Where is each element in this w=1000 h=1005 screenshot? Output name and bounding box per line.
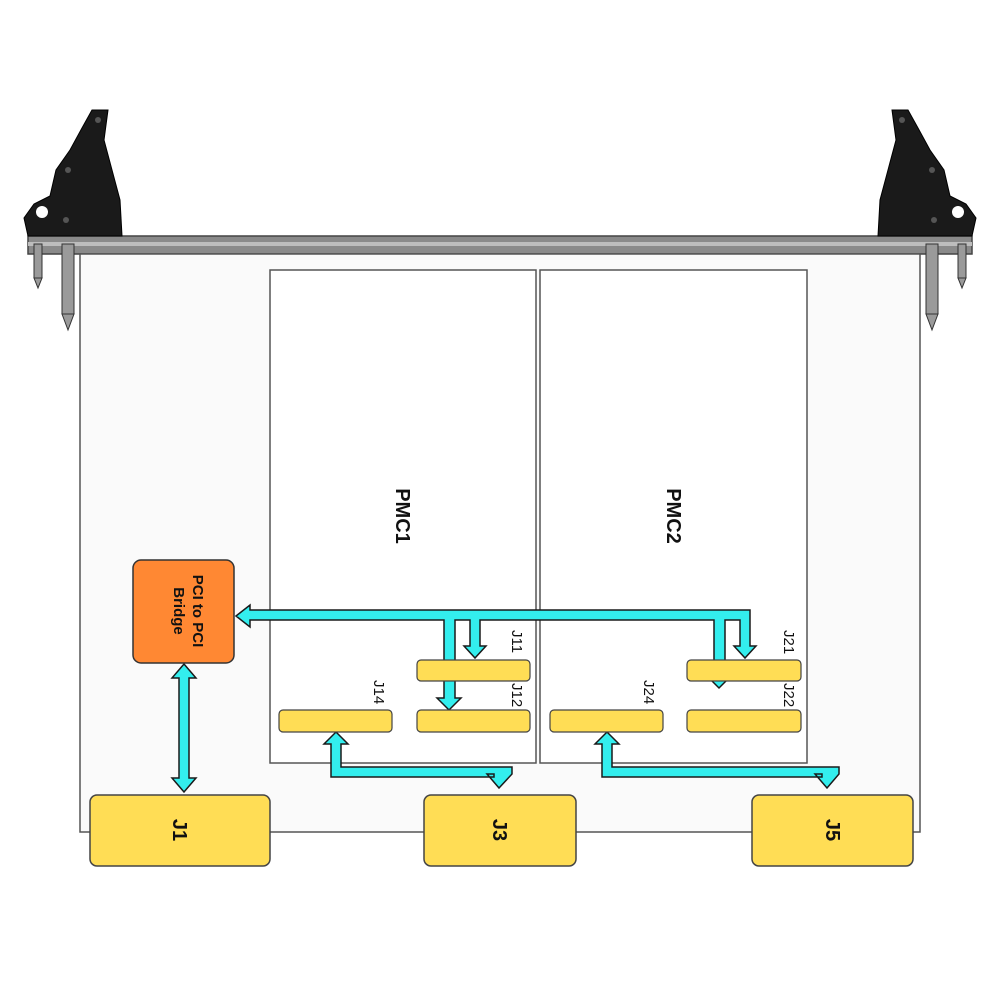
connector-j1[interactable] [89, 794, 271, 867]
connector-j12[interactable] [416, 709, 531, 733]
j5-label: J5 [821, 819, 843, 841]
bus-lines [170, 603, 840, 794]
j22-label: J22 [780, 683, 797, 707]
j24-label: J24 [640, 680, 657, 704]
j3-label: J3 [488, 819, 510, 841]
connector-j5[interactable] [751, 794, 914, 867]
connector-j24[interactable] [549, 709, 664, 733]
pmc2-label: PMC2 [662, 488, 684, 544]
backplane-connectors [89, 794, 914, 867]
j11-label: J11 [508, 630, 525, 653]
pci-bridge[interactable] [132, 559, 235, 664]
pmc-connectors [278, 659, 802, 733]
bridge-j1-arrow [170, 662, 198, 794]
left-ejector-handle-icon[interactable] [23, 109, 123, 332]
j12-label: J12 [508, 683, 525, 707]
j1-label: J1 [168, 819, 190, 841]
right-ejector-handle-icon[interactable] [877, 109, 977, 332]
j14-label: J14 [370, 680, 387, 704]
j24-j5-arrow [593, 730, 840, 790]
connector-j14[interactable] [278, 709, 393, 733]
j21-label: J21 [780, 630, 797, 654]
front-panel [27, 235, 973, 255]
connector-j22[interactable] [686, 709, 802, 733]
connector-j21[interactable] [686, 659, 802, 682]
connector-j3[interactable] [423, 794, 577, 867]
j14-j3-arrow [322, 730, 513, 790]
connector-j11[interactable] [416, 659, 531, 682]
bridge-label-line1: PCI to PCI [189, 575, 206, 648]
pci-bus-arrow [234, 603, 758, 712]
bridge-label-line2: Bridge [170, 587, 187, 635]
pmc1-label: PMC1 [391, 488, 413, 544]
